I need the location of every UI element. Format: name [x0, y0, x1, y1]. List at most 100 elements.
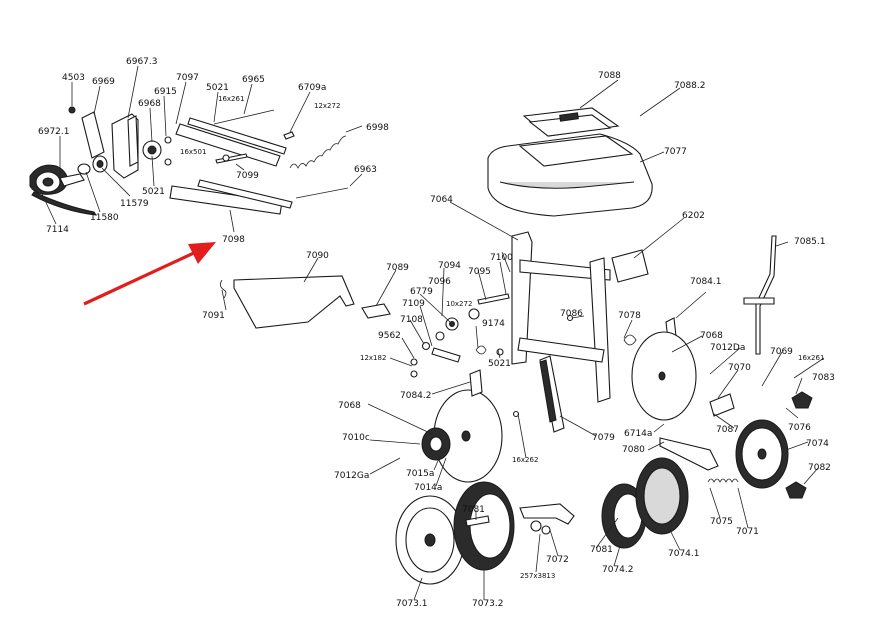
label-7068-a: 7068	[700, 331, 723, 341]
label-7078: 7078	[618, 311, 641, 321]
pin-7094	[477, 293, 510, 305]
label-9174: 9174	[482, 319, 505, 329]
link-7108	[431, 347, 461, 363]
label-12x182: 12x182	[360, 354, 386, 362]
label-7077: 7077	[664, 147, 687, 157]
label-4503: 4503	[62, 73, 85, 83]
label-7074-2: 7074.2	[602, 565, 634, 575]
label-6709a: 6709a	[298, 83, 326, 93]
label-7096: 7096	[428, 277, 451, 287]
label-7084-1: 7084.1	[690, 277, 722, 287]
label-16x501: 16x501	[180, 148, 206, 156]
label-6779: 6779	[410, 287, 433, 297]
label-7010c: 7010c	[342, 433, 370, 443]
label-6998: 6998	[366, 123, 389, 133]
clamp-7070	[709, 393, 735, 417]
label-7086: 7086	[560, 309, 583, 319]
arm-7080	[659, 437, 719, 471]
pin-7099	[215, 153, 248, 164]
label-7097: 7097	[176, 73, 199, 83]
label-7070: 7070	[728, 363, 751, 373]
label-7073-1: 7073.1	[396, 599, 428, 609]
label-6969: 6969	[92, 77, 115, 87]
label-7012Da: 7012Da	[710, 343, 745, 353]
label-7098: 7098	[222, 235, 245, 245]
label-7108: 7108	[400, 315, 423, 325]
label-7083: 7083	[812, 373, 835, 383]
label-7085-1: 7085.1	[794, 237, 826, 247]
label-6714a: 6714a	[624, 429, 652, 439]
arm-7084-2	[469, 369, 483, 397]
label-7091: 7091	[202, 311, 225, 321]
label-7073-2: 7073.2	[472, 599, 504, 609]
frame-assembly	[511, 231, 777, 433]
spring-6998	[289, 135, 347, 169]
label-7074: 7074	[806, 439, 829, 449]
spring-7075	[707, 478, 739, 483]
label-7088: 7088	[598, 71, 621, 81]
leader-lines	[41, 65, 825, 601]
spring-9174	[475, 345, 487, 355]
spring-7078	[623, 334, 637, 346]
discs	[421, 331, 697, 483]
hopper-assembly	[487, 107, 653, 217]
label-10x272: 10x272	[446, 300, 472, 308]
wheels	[395, 334, 813, 585]
block-7089	[361, 303, 391, 319]
label-11580: 11580	[90, 213, 119, 223]
label-7068-b: 7068	[338, 401, 361, 411]
bracket-6202	[611, 249, 649, 283]
label-7099: 7099	[236, 171, 259, 181]
label-7087: 7087	[716, 425, 739, 435]
label-7076: 7076	[788, 423, 811, 433]
label-7069: 7069	[770, 347, 793, 357]
label-16x261-b: 16x261	[798, 354, 824, 362]
label-7100: 7100	[490, 253, 513, 263]
label-12x272-a: 12x272	[314, 102, 340, 110]
label-7012Ga: 7012Ga	[334, 471, 369, 481]
label-7084-2: 7084.2	[400, 391, 432, 401]
label-7089: 7089	[386, 263, 409, 273]
clip-7091	[220, 279, 227, 299]
label-7072: 7072	[546, 555, 569, 565]
nut-4503	[68, 106, 76, 114]
label-11579: 11579	[120, 199, 149, 209]
label-16x262: 16x262	[512, 456, 538, 464]
arrow-head	[188, 242, 216, 264]
label-7109: 7109	[402, 299, 425, 309]
linkage-assembly	[29, 106, 349, 216]
washer-6915	[164, 136, 172, 144]
label-7014a: 7014a	[414, 483, 442, 493]
label-7080: 7080	[622, 445, 645, 455]
label-7082: 7082	[808, 463, 831, 473]
label-6915: 6915	[154, 87, 177, 97]
label-7095: 7095	[468, 267, 491, 277]
bolt-6965	[213, 109, 275, 125]
knob-7082	[785, 481, 807, 499]
arm-7072	[519, 503, 575, 525]
shield-7090	[233, 275, 355, 329]
label-5021-b: 5021	[142, 187, 165, 197]
label-6968: 6968	[138, 99, 161, 109]
shield-assembly	[220, 275, 391, 329]
label-7064: 7064	[430, 195, 453, 205]
label-6202: 6202	[682, 211, 705, 221]
label-7071: 7071	[736, 527, 759, 537]
label-7094: 7094	[438, 261, 461, 271]
label-7075: 7075	[710, 517, 733, 527]
label-7114: 7114	[46, 225, 69, 235]
label-6972-1: 6972.1	[38, 127, 70, 137]
bushing-11580	[77, 163, 91, 175]
axle-7081	[465, 515, 490, 527]
label-7015a: 7015a	[406, 469, 434, 479]
label-7081-b: 7081	[590, 545, 613, 555]
label-6965: 6965	[242, 75, 265, 85]
red-arrow	[83, 242, 216, 306]
handle-7085-1	[755, 235, 777, 355]
label-9562: 9562	[378, 331, 401, 341]
part-labels: 4503 6969 6967.3 7097 5021 6965 16x261 6…	[38, 57, 835, 609]
label-7088-2: 7088.2	[674, 81, 706, 91]
label-7074-1: 7074.1	[668, 549, 700, 559]
label-16x261-a: 16x261	[218, 95, 244, 103]
